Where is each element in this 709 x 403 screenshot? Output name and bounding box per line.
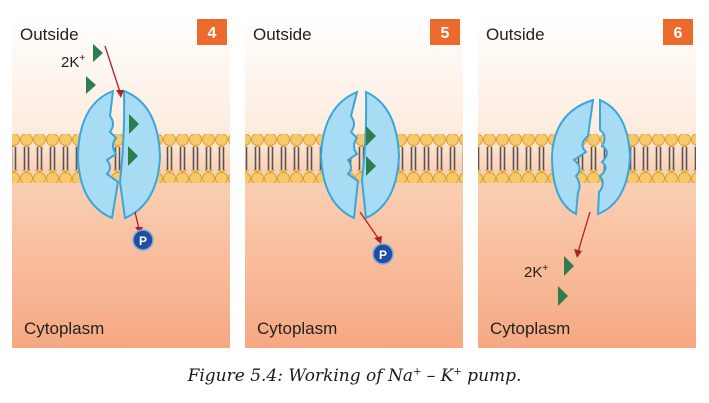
arrow-icon xyxy=(359,211,382,244)
ion-label: 2K+ xyxy=(524,263,548,281)
panel-5-diagram: P Outside Cytoplasm 5 xyxy=(245,16,463,348)
panel-6-diagram: 2K+ Outside Cytoplasm 6 xyxy=(478,16,696,348)
arrow-icon xyxy=(104,45,143,234)
step-number-badge xyxy=(663,19,693,45)
step-number-badge xyxy=(197,19,227,45)
outside-label: Outside xyxy=(20,25,79,44)
outside-label: Outside xyxy=(486,25,545,44)
outside-label: Outside xyxy=(253,25,312,44)
panel-step-5: P Outside Cytoplasm 5 xyxy=(245,16,463,348)
pump-protein xyxy=(76,89,162,220)
figure-caption: Figure 5.4: Working of Na+ – K+ pump. xyxy=(187,366,522,386)
k-ion xyxy=(564,256,574,276)
step-number: 6 xyxy=(674,25,683,42)
pump-protein xyxy=(550,98,632,216)
pump-protein xyxy=(319,90,401,220)
svg-text:P: P xyxy=(139,234,147,248)
cytoplasm-label: Cytoplasm xyxy=(490,319,570,338)
lipid-bilayer xyxy=(245,134,463,183)
svg-text:P: P xyxy=(379,248,387,262)
bound-k-ion xyxy=(129,114,139,134)
phosphate-icon: P xyxy=(132,229,154,251)
arrow-icon xyxy=(574,211,591,258)
bound-k-ion xyxy=(128,146,138,166)
step-number-badge xyxy=(430,19,460,45)
ion-label: 2K+ xyxy=(61,53,85,71)
step-number: 4 xyxy=(208,25,217,42)
cytoplasm-label: Cytoplasm xyxy=(24,319,104,338)
step-number: 5 xyxy=(441,25,450,42)
phosphate-icon: P xyxy=(372,243,394,265)
panel-step-4: 2K+ P Outside Cytoplasm 4 xyxy=(12,16,230,348)
k-ion xyxy=(86,76,96,94)
panel-4-diagram: 2K+ P Outside Cytoplasm 4 xyxy=(12,16,230,348)
cytoplasm-label: Cytoplasm xyxy=(257,319,337,338)
k-ion xyxy=(93,44,103,62)
panel-step-6: 2K+ Outside Cytoplasm 6 xyxy=(478,16,696,348)
k-ion xyxy=(558,286,568,306)
bound-k-ion xyxy=(366,126,376,146)
lipid-bilayer xyxy=(478,134,696,183)
bound-k-ion xyxy=(366,156,376,176)
